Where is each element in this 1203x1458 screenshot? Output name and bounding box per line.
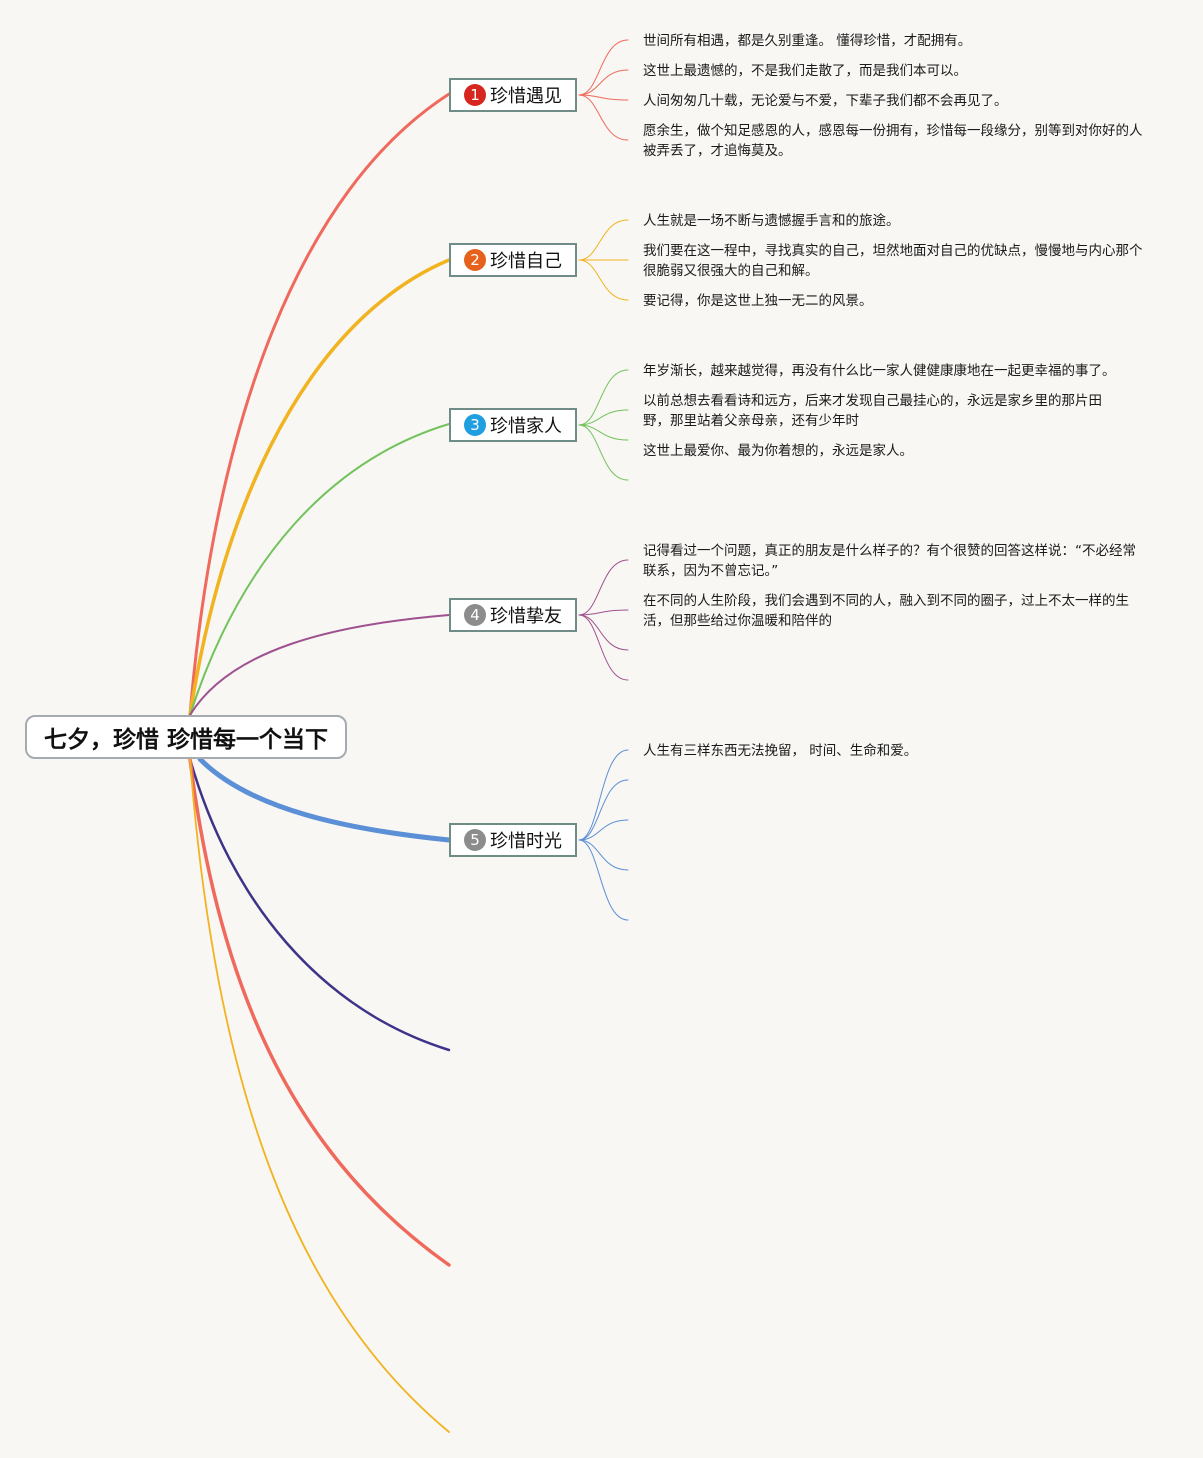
number-badge-icon: 1 [464, 84, 486, 106]
root-title: 七夕，珍惜 珍惜每一个当下 [43, 727, 328, 753]
sub-connector-5-2 [578, 779, 629, 841]
leaf-2-2[interactable]: 我们要在这一程中，寻找真实的自己，坦然地面对自己的优缺点，慢慢地与内心那个很脆弱… [643, 243, 1143, 279]
sub-connector-1-2 [578, 69, 629, 96]
number-badge-icon: 4 [464, 604, 486, 626]
sub-connector-4-3 [578, 614, 629, 651]
empty-branch-connector-1 [188, 757, 451, 1052]
leaf-2-1[interactable]: 人生就是一场不断与遗憾握手言和的旅途。 [643, 213, 900, 229]
leaf-5-1[interactable]: 人生有三样东西无法挽留， 时间、生命和爱。 [643, 743, 918, 759]
main-connector-2 [188, 258, 451, 717]
leaf-1-2[interactable]: 这世上最遗憾的，不是我们走散了，而是我们本可以。 [643, 63, 967, 79]
number-badge-icon: 3 [464, 414, 486, 436]
sub-connector-3-2 [578, 409, 629, 426]
main-connector-3 [189, 423, 450, 716]
leaf-3-1[interactable]: 年岁渐长，越来越觉得，再没有什么比一家人健健康康地在一起更幸福的事了。 [643, 363, 1116, 379]
sub-connector-4-4 [578, 614, 629, 681]
leaf-2-3[interactable]: 要记得，你是这世上独一无二的风景。 [643, 293, 873, 309]
branch-label: 珍惜自己 [490, 251, 562, 272]
leaf-3-3[interactable]: 这世上最爱你、最为你着想的，永远是家人。 [643, 443, 913, 459]
sub-connector-1-1 [578, 39, 629, 96]
number-badge-icon: 5 [464, 829, 486, 851]
sub-connector-5-5 [578, 839, 629, 921]
leaf-1-4[interactable]: 愿余生，做个知足感恩的人，感恩每一份拥有，珍惜每一段缘分，别等到对你好的人被弄丢… [643, 123, 1143, 159]
number-badge-icon: 2 [464, 249, 486, 271]
leaf-4-1[interactable]: 记得看过一个问题，真正的朋友是什么样子的？有个很赞的回答这样说：“不必经常联系，… [643, 543, 1136, 579]
sub-connector-4-1 [578, 559, 629, 616]
branch-label: 珍惜遇见 [490, 86, 562, 107]
sub-connector-3-3 [578, 424, 629, 441]
main-connector-4 [189, 614, 450, 716]
leaf-1-1[interactable]: 世间所有相遇，都是久别重逢。 懂得珍惜，才配拥有。 [643, 33, 972, 49]
leaf-3-2[interactable]: 以前总想去看看诗和远方，后来才发现自己最挂心的，永远是家乡里的那片田野，那里站着… [643, 393, 1102, 429]
branch-node-4[interactable]: 4 珍惜挚友 [449, 598, 577, 632]
sub-connector-5-3 [578, 819, 629, 841]
sub-connector-5-4 [578, 839, 629, 871]
sub-connector-3-1 [578, 369, 629, 426]
main-connector-1 [188, 92, 451, 717]
branch-node-3[interactable]: 3 珍惜家人 [449, 408, 577, 442]
empty-branch-connector-2 [188, 757, 451, 1267]
main-connector-5 [197, 756, 452, 843]
sub-connector-1-4 [578, 94, 629, 141]
sub-connector-4-2 [578, 609, 629, 616]
empty-branch-connector-3 [189, 758, 450, 1433]
branch-label: 珍惜家人 [490, 416, 562, 437]
leaf-4-2[interactable]: 在不同的人生阶段，我们会遇到不同的人，融入到不同的圈子，过上不太一样的生活，但那… [643, 593, 1129, 629]
sub-connector-1-3 [578, 94, 629, 101]
sub-connector-3-4 [578, 424, 629, 481]
branch-label: 珍惜挚友 [490, 606, 562, 627]
branch-label: 珍惜时光 [490, 831, 562, 852]
branch-node-2[interactable]: 2 珍惜自己 [449, 243, 577, 277]
leaf-1-3[interactable]: 人间匆匆几十载，无论爱与不爱，下辈子我们都不会再见了。 [643, 93, 1008, 109]
sub-connector-5-1 [578, 749, 629, 841]
sub-connector-2-1 [578, 219, 629, 261]
branch-node-5[interactable]: 5 珍惜时光 [449, 823, 577, 857]
sub-connector-2-3 [578, 259, 629, 301]
branch-node-1[interactable]: 1 珍惜遇见 [449, 78, 577, 112]
root-node[interactable]: 七夕，珍惜 珍惜每一个当下 [25, 715, 347, 759]
